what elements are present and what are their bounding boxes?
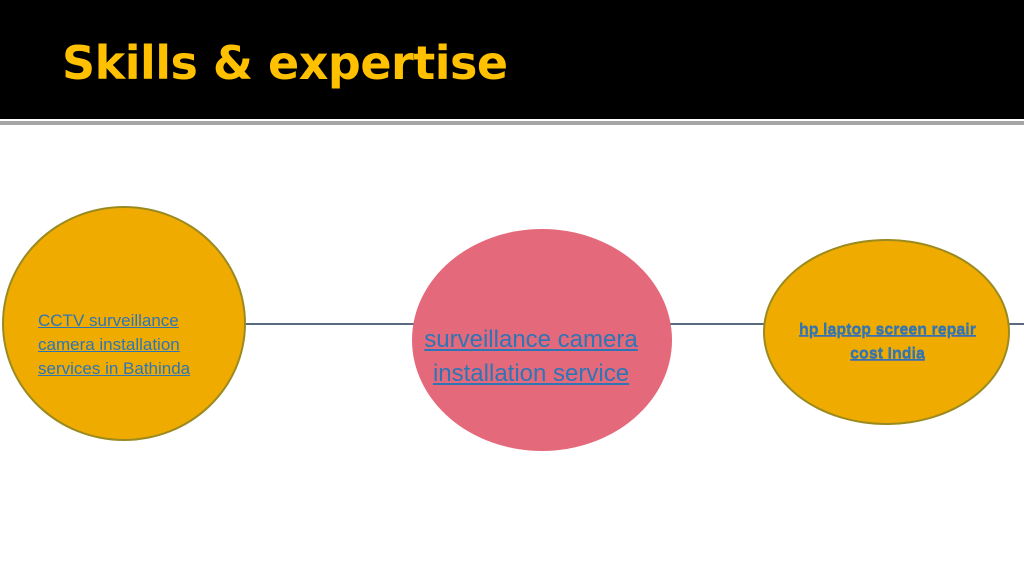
slide-title: Skills & expertise — [62, 36, 508, 90]
surveillance-installation-link[interactable]: surveillance camera installation service — [424, 326, 638, 387]
skill-circle-left — [2, 206, 246, 441]
hp-laptop-repair-link[interactable]: hp laptop screen repair cost India — [799, 321, 976, 362]
title-divider — [0, 121, 1024, 125]
skill-circle-right — [763, 239, 1010, 425]
title-bar — [0, 0, 1024, 119]
cctv-bathinda-link[interactable]: CCTV surveillance camera installation se… — [38, 311, 191, 378]
skill-circle-center — [412, 229, 672, 451]
